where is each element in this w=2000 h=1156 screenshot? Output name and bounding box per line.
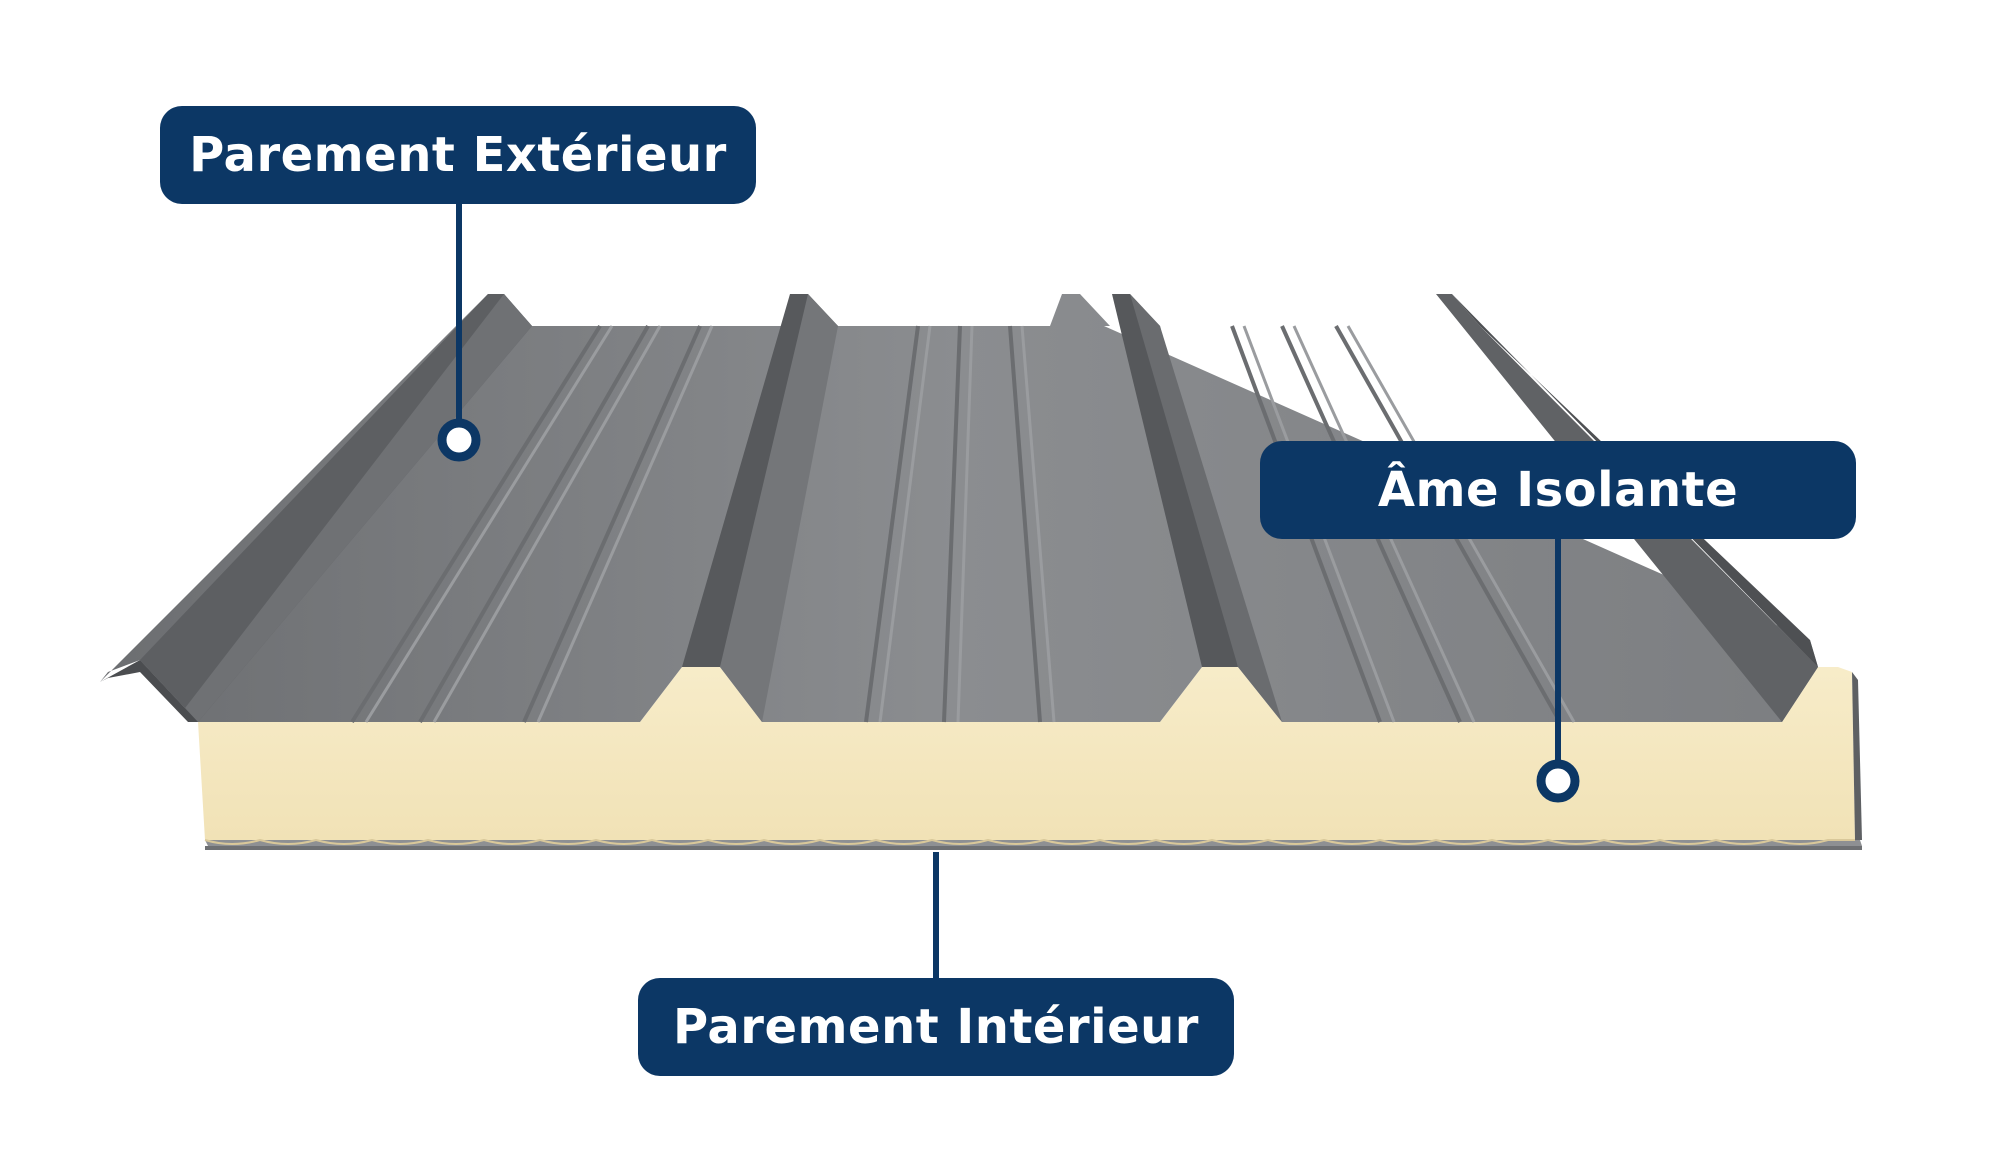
ring-dot-icon [437,418,481,462]
insulating-foam-core [198,667,1862,845]
label-interior-facing: Parement Intérieur [638,978,1234,1076]
ring-dot-icon [1536,759,1580,803]
label-exterior-facing: Parement Extérieur [160,106,756,204]
label-insulating-core: Âme Isolante [1260,441,1856,539]
callout-leaders [456,204,1561,978]
